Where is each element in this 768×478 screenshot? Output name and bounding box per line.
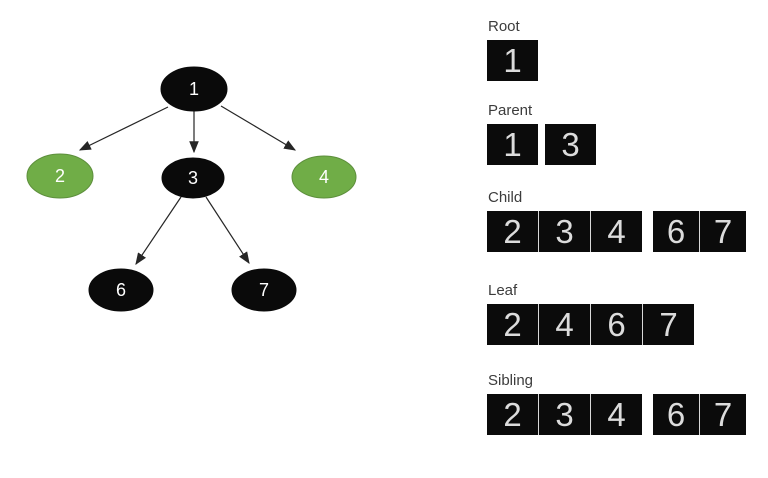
section-label: Root [488, 18, 520, 35]
tree-node-4 [291, 155, 357, 199]
tree-diagram: 1 2 3 4 6 7 [26, 66, 357, 312]
tree-node-2 [26, 153, 94, 199]
node-value-cell: 2 [487, 304, 538, 345]
node-value-cell: 4 [538, 304, 590, 345]
node-value-cell: 4 [590, 211, 642, 252]
tree-node-label-2: 2 [55, 166, 65, 186]
node-value-cell: 7 [699, 394, 746, 435]
node-value-cell: 3 [538, 394, 590, 435]
node-value-cell: 6 [653, 211, 699, 252]
node-value-cell: 3 [538, 211, 590, 252]
node-value-cell: 7 [699, 211, 746, 252]
tree-edge-3-7 [205, 196, 250, 265]
cell-group: 1 [487, 124, 538, 165]
section-label: Leaf [488, 282, 518, 299]
tree-node-label-7: 7 [259, 280, 269, 300]
tree-node-label-1: 1 [189, 79, 199, 99]
node-value-cell: 6 [590, 304, 642, 345]
node-value-cell: 3 [545, 124, 596, 165]
node-value-cell: 4 [590, 394, 642, 435]
section-label: Sibling [488, 372, 534, 389]
section-label: Parent [488, 102, 533, 119]
tree-node-1 [160, 66, 228, 112]
tree-node-label-6: 6 [116, 280, 126, 300]
tree-edge-1-4 [220, 105, 297, 151]
tree-edge-1-2 [78, 106, 169, 151]
node-value-cell: 7 [642, 304, 694, 345]
cell-group: 3 [545, 124, 596, 165]
node-value-cell: 1 [487, 124, 538, 165]
node-value-cell: 2 [487, 211, 538, 252]
tree-node-label-4: 4 [319, 167, 329, 187]
section-label: Child [488, 189, 523, 206]
node-value-cell: 2 [487, 394, 538, 435]
tree-edge-3-6 [135, 196, 182, 265]
cell-group: 1 [487, 40, 538, 81]
tree-node-3 [161, 157, 225, 199]
section-root: Root 1 [487, 17, 757, 81]
node-value-cell: 1 [487, 40, 538, 81]
cell-row: 1 [487, 40, 757, 81]
tree-node-label-3: 3 [188, 168, 198, 188]
tree-node-7 [231, 268, 297, 312]
node-value-cell: 6 [653, 394, 699, 435]
tree-node-6 [88, 268, 154, 312]
